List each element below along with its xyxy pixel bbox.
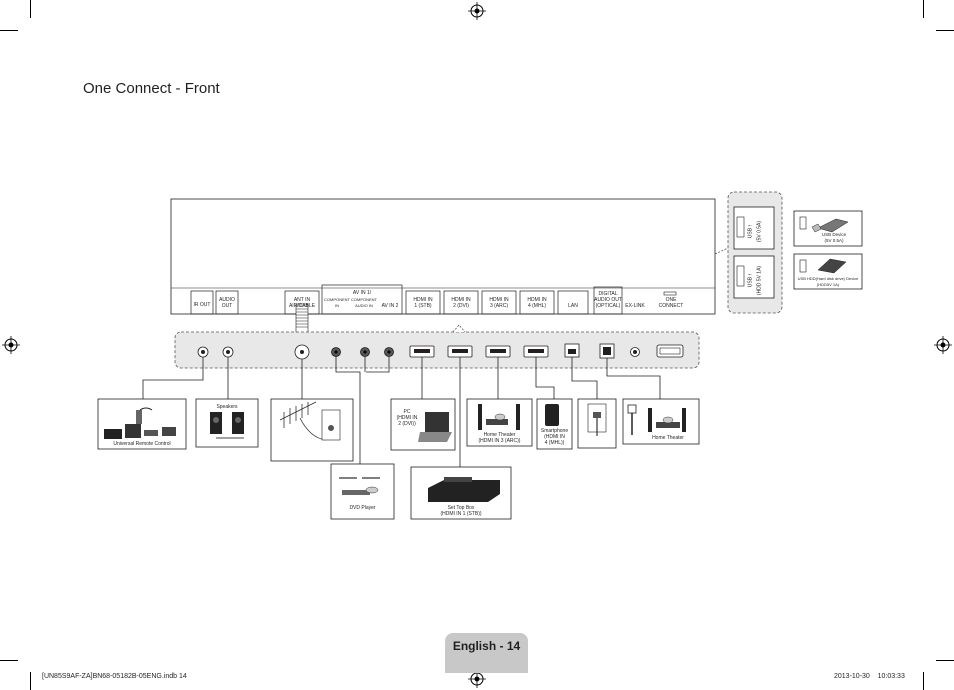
label-dvd-player: DVD Player <box>349 505 376 511</box>
label-pc: PC (HDMI IN 2 (DVI)) <box>396 409 418 427</box>
label-speakers: Speakers <box>216 404 238 410</box>
port-label-ant-in: ANT IN AIR/CABLE <box>288 297 316 309</box>
crop-mark <box>0 660 18 661</box>
device-antenna <box>270 398 354 462</box>
set-top-box-icon <box>428 480 500 502</box>
page-title: One Connect - Front <box>83 80 220 97</box>
port-group-optical <box>593 286 623 315</box>
crop-mark <box>923 672 924 690</box>
ir-blaster-icon <box>104 407 176 439</box>
file-name: [UN85S9AF-ZA]BN68-05182B-05ENG.indb 14 <box>42 673 187 680</box>
label-universal-remote: Universal Remote Control <box>113 441 171 447</box>
label-usb-device: USB Device (5V 0.5A) <box>821 232 847 243</box>
crop-mark <box>923 0 924 18</box>
usb-1-label: USB ⭫ (5V 0.5A) <box>747 220 763 243</box>
registration-mark-icon <box>468 2 486 20</box>
antenna-icon <box>279 401 327 441</box>
page-number-tab <box>445 633 528 673</box>
label-usb-hdd: USB HDD(Hard disk drive) Device (HDD5V 1… <box>797 276 859 287</box>
port-group-av-component <box>321 284 403 315</box>
port-group-hdmi-1 <box>405 290 441 315</box>
crop-mark <box>0 30 18 31</box>
port-group-lan <box>557 290 589 315</box>
port-panel <box>174 331 700 369</box>
smartphone-icon <box>545 404 559 426</box>
print-timestamp: 2013-10-30 10:03:33 <box>834 673 905 680</box>
port-label-ir-out: IR OUT <box>193 302 211 308</box>
label-smartphone: Smartphone (HDMI IN 4 (MHL)) <box>540 428 569 446</box>
device-speakers <box>195 398 259 448</box>
port-group-hdmi-2 <box>443 290 479 315</box>
laptop-icon <box>425 412 449 432</box>
port-label-hdmi-4: HDMI IN 4 (MHL) <box>527 297 547 309</box>
usb-2-label: USB ⭫ (HDD 5V 1A) <box>747 265 763 296</box>
home-theater-optical-icon <box>627 404 686 435</box>
port-group-hdmi-3 <box>481 290 517 315</box>
label-set-top-box: Set Top Box (HDMI IN 1 (STB)) <box>440 505 482 517</box>
dvd-player-icon <box>342 490 370 495</box>
port-label-hdmi-2: HDMI IN 2 (DVI) <box>451 297 471 309</box>
registration-mark-icon <box>468 670 486 688</box>
port-label-optical: DIGITAL AUDIO OUT (OPTICAL) <box>594 291 622 309</box>
crop-mark <box>936 30 954 31</box>
one-connect-box <box>170 198 716 315</box>
registration-mark-icon <box>2 336 20 354</box>
registration-mark-icon <box>934 336 952 354</box>
crop-mark <box>936 660 954 661</box>
port-group-hdmi-4 <box>519 290 555 315</box>
label-home-theater-arc: Home Theater (HDMI IN 3 (ARC)) <box>478 432 521 444</box>
port-group-audio-out <box>215 290 239 315</box>
port-label-hdmi-1: HDMI IN 1 (STB) <box>413 297 433 309</box>
crop-mark <box>30 672 31 690</box>
port-label-ex-link: EX-LINK <box>625 303 645 309</box>
home-theater-icon <box>478 404 520 430</box>
crop-mark <box>30 0 31 18</box>
port-group-ir-out <box>190 290 214 315</box>
port-label-one-connect: ONE CONNECT <box>658 297 684 309</box>
port-label-component-in: COMPONENT IN <box>324 297 350 308</box>
label-home-theater-optical: Home Theater <box>652 435 684 441</box>
port-label-av-in: AV IN 1/ <box>352 290 372 296</box>
port-label-lan: LAN <box>568 303 578 309</box>
page-number: English - 14 <box>452 639 521 653</box>
port-label-av-in-2: AV IN 2 <box>381 303 399 309</box>
port-label-component-audio: COMPONENT AUDIO IN <box>351 297 377 308</box>
port-label-hdmi-3: HDMI IN 3 (ARC) <box>489 297 509 309</box>
port-label-audio-out: AUDIO OUT <box>219 297 235 309</box>
one-connect-socket <box>656 344 684 358</box>
